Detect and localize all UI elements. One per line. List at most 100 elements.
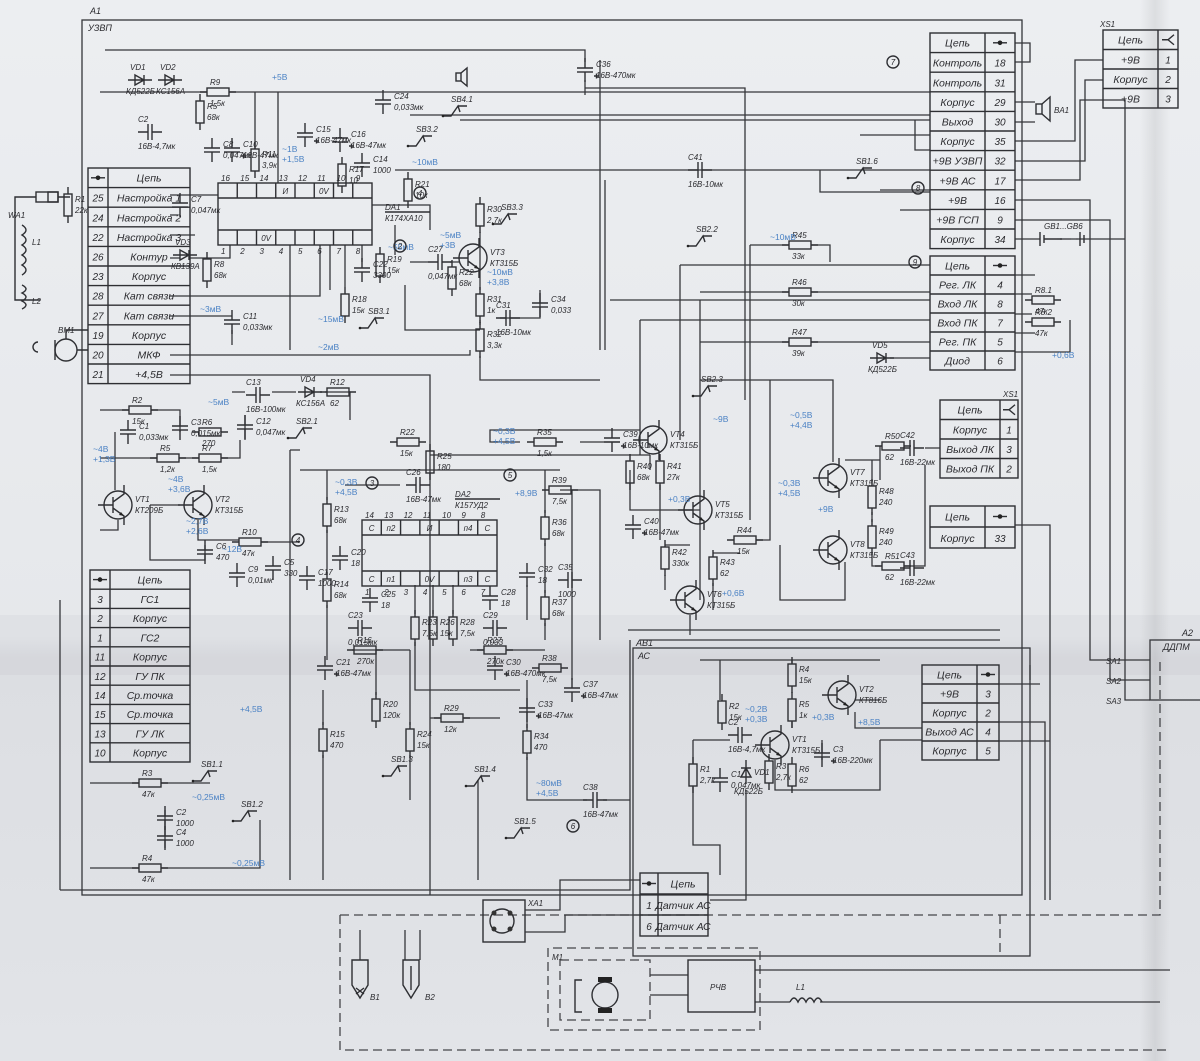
voltage-annotation-dc: +0,3В — [745, 714, 768, 724]
net-name: +9В — [1121, 55, 1140, 67]
ic-pin-number: 13 — [384, 511, 393, 520]
switch-sb1.3: SB1.3 — [381, 755, 413, 778]
cap-c1: C10,047мк — [712, 768, 762, 792]
voltage-annotation: ~9В — [713, 414, 729, 424]
cap-c1: C10,033мк — [120, 420, 170, 444]
part-ref: VD3 — [175, 238, 191, 247]
net-name: Корпус — [132, 271, 167, 283]
voltage-annotation-dc: +3В — [440, 240, 456, 250]
voltage-annotation: ~0,3В — [778, 478, 801, 488]
part-value: 1000 — [318, 579, 336, 588]
ic-pin-number: 2 — [239, 247, 245, 256]
part-ref: C39 — [623, 430, 638, 439]
part-value: 16В-47мк — [583, 691, 619, 700]
pin-number: 4 — [997, 281, 1003, 292]
part-value: 1к — [487, 306, 496, 315]
part-ref: R9 — [210, 78, 221, 87]
ic-cell: С — [369, 524, 375, 533]
net-name: Вход ПК — [937, 318, 978, 330]
resistor-r9: R91,5к — [200, 78, 236, 108]
part-value: 15к — [729, 713, 743, 722]
socket-icon — [1003, 404, 1016, 416]
part-value: 68к — [334, 516, 348, 525]
part-ref: R1 — [75, 195, 85, 204]
voltage-annotation: ~4В — [93, 444, 109, 454]
ic-cell: С — [484, 575, 490, 584]
ic-pin-number: 7 — [481, 588, 486, 597]
net-name: Рег. ПК — [939, 337, 977, 349]
plus-icon — [349, 143, 354, 149]
pin-number: 19 — [92, 331, 104, 342]
net-name: Настройка 3 — [117, 232, 182, 244]
pin-number: 2 — [1164, 75, 1171, 86]
net-name: Ср.точка — [127, 690, 174, 702]
contact-pin-icon — [642, 881, 656, 886]
voltage-annotation-dc: +3,6В — [168, 484, 191, 494]
part-value: 16В-47мк — [583, 810, 619, 819]
frame-a2-label: A2 — [1181, 628, 1193, 638]
part-value: КД522Б — [734, 787, 763, 796]
net-name: Выход ПК — [946, 464, 995, 476]
ic-pin-number: 8 — [356, 247, 361, 256]
part-ref: C41 — [688, 153, 703, 162]
part-ref: R8.1 — [1035, 286, 1052, 295]
ic-pin-number: 15 — [240, 174, 249, 183]
pin-number: 21 — [91, 370, 103, 381]
speaker-ba1-label: BA1 — [1054, 106, 1069, 115]
table-row: Настройка 125 — [91, 193, 181, 205]
part-ref: SB1.6 — [856, 157, 878, 166]
net-name: Корпус — [940, 234, 975, 246]
voltage-annotation: +0,6В — [1052, 350, 1075, 360]
part-ref: C2 — [176, 808, 187, 817]
pin-number: 13 — [94, 729, 106, 740]
table-header: Цепь — [136, 173, 161, 185]
net-name: Корпус — [133, 748, 168, 760]
part-ref: C13 — [246, 378, 261, 387]
ic-ref: DA1 — [385, 203, 401, 212]
sensor-b1-label: B1 — [370, 993, 380, 1002]
coil-l2-label: L2 — [32, 297, 41, 306]
part-ref: R2 — [729, 702, 740, 711]
net-name: +9В — [948, 195, 967, 207]
part-ref: C42 — [900, 431, 915, 440]
part-ref: C26 — [406, 468, 421, 477]
pin-number: 31 — [994, 78, 1005, 89]
part-value: 7,5к — [552, 497, 568, 506]
part-value: 0,033мк — [243, 323, 274, 332]
ic-cell: И — [427, 524, 433, 533]
part-value: 68к — [214, 271, 228, 280]
part-ref: VD1 — [130, 63, 146, 72]
part-ref: R50 — [885, 432, 900, 441]
part-ref: C36 — [596, 60, 611, 69]
part-ref: VD1 — [754, 768, 770, 777]
antenna-wa1-label: WA1 — [8, 211, 25, 220]
part-ref: C9 — [248, 565, 259, 574]
table-header: Цепь — [945, 38, 970, 50]
voltage-annotation: +0,6В — [722, 588, 745, 598]
inductor-l1-label: L1 — [796, 983, 805, 992]
cap-c3: C30,015мк — [172, 416, 222, 440]
part-ref: C16 — [351, 130, 366, 139]
pin-number: 10 — [94, 749, 106, 760]
microphone-bm1: BM1 — [32, 326, 88, 362]
ic-pin-number: 12 — [298, 174, 307, 183]
test-point-number: 4 — [296, 536, 301, 545]
voltage-annotation: +4,5В — [240, 704, 263, 714]
part-ref: VT1 — [792, 735, 807, 744]
